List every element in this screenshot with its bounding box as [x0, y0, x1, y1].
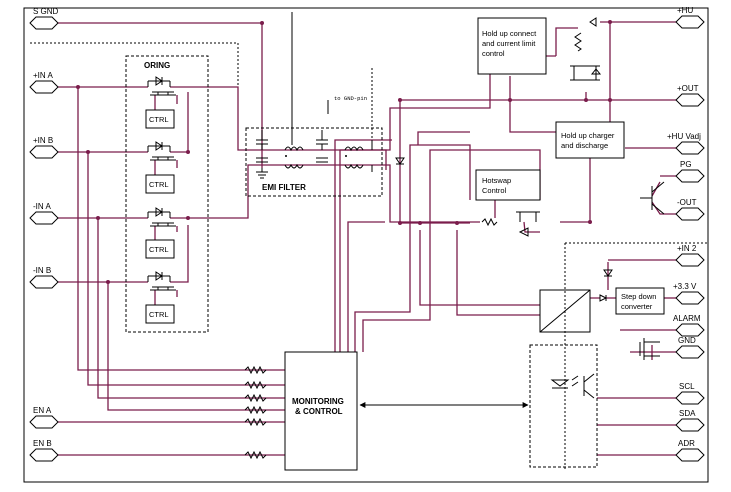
emi-filter-block: EMI FILTER to GND-pin [245, 95, 383, 197]
svg-text:EN A: EN A [33, 406, 52, 415]
svg-text:+OUT: +OUT [677, 84, 699, 93]
svg-text:S GND: S GND [33, 7, 59, 16]
port-minus-in-a: -IN A [29, 202, 59, 225]
step-down-converter-block: Step down converter [599, 269, 665, 315]
right-ports: +HU +OUT +HU Vadj PG -OUT +IN 2 +3.3 V A… [667, 6, 705, 462]
port-alarm: ALARM [673, 314, 705, 337]
svg-text:& CONTROL: & CONTROL [295, 407, 343, 416]
emi-filter-label: EMI FILTER [262, 183, 306, 192]
oring-label: ORING [144, 61, 170, 70]
monitoring-control-block: MONITORING & CONTROL [284, 351, 529, 471]
svg-text:ALARM: ALARM [673, 314, 701, 323]
port-scl: SCL [675, 382, 705, 405]
svg-text:-IN A: -IN A [33, 202, 51, 211]
hold-up-connect-block: Hold up connect and current limit contro… [477, 17, 602, 81]
svg-text:CTRL: CTRL [149, 180, 169, 189]
svg-text:Hold up connect: Hold up connect [482, 29, 537, 38]
oring-channel-c: CTRL [145, 207, 176, 259]
oring-block: ORING CTRL CTRL CTRL CT [125, 55, 209, 333]
svg-text:+HU Vadj: +HU Vadj [667, 132, 701, 141]
to-gnd-pin-label: to GND-pin [334, 95, 367, 102]
svg-text:-IN B: -IN B [33, 266, 51, 275]
svg-text:+HU: +HU [677, 6, 693, 15]
port-plus-out: +OUT [675, 84, 705, 107]
svg-text:Hotswap: Hotswap [482, 176, 511, 185]
svg-text:CTRL: CTRL [149, 245, 169, 254]
tvs-diode [395, 157, 405, 165]
svg-text:EN B: EN B [33, 439, 52, 448]
svg-text:Step down: Step down [621, 292, 656, 301]
svg-text:GND: GND [678, 336, 696, 345]
port-gnd: GND [675, 336, 705, 359]
isolation-block [529, 242, 708, 470]
svg-text:CTRL: CTRL [149, 115, 169, 124]
svg-text:Hold up charger: Hold up charger [561, 131, 615, 140]
port-plus-hu-vadj: +HU Vadj [667, 132, 705, 155]
port-plus-in-b: +IN B [29, 136, 59, 159]
junction-dots [76, 20, 612, 284]
oring-channel-b: CTRL [145, 141, 176, 194]
svg-text:MONITORING: MONITORING [292, 397, 344, 406]
hold-up-charger-block: Hold up charger and discharge [555, 121, 625, 159]
pg-transistor [640, 181, 665, 215]
port-en-b: EN B [29, 439, 59, 462]
svg-text:PG: PG [680, 160, 692, 169]
svg-text:converter: converter [621, 302, 653, 311]
oring-channel-d: CTRL [145, 271, 176, 324]
port-plus-hu: +HU [675, 6, 705, 29]
port-minus-in-b: -IN B [29, 266, 59, 289]
svg-text:Control: Control [482, 186, 507, 195]
outer-frame [23, 7, 709, 483]
port-minus-out: -OUT [675, 198, 705, 221]
svg-text:+3.3 V: +3.3 V [673, 282, 697, 291]
svg-text:and current limit: and current limit [482, 39, 536, 48]
port-adr: ADR [675, 439, 705, 462]
left-ports: S GND +IN A +IN B -IN A -IN B EN A EN B [29, 7, 59, 462]
svg-text:ADR: ADR [678, 439, 695, 448]
svg-text:SDA: SDA [679, 409, 696, 418]
port-sda: SDA [675, 409, 705, 432]
port-plus-in-2: +IN 2 [675, 244, 705, 267]
alarm-fet [639, 338, 660, 360]
port-plus-in-a: +IN A [29, 71, 59, 94]
svg-text:-OUT: -OUT [677, 198, 697, 207]
port-3v3: +3.3 V [673, 282, 705, 305]
svg-text:and discharge: and discharge [561, 141, 608, 150]
svg-text:control: control [482, 49, 505, 58]
sense-resistors [244, 32, 582, 460]
svg-text:+IN B: +IN B [33, 136, 53, 145]
port-pg: PG [675, 160, 705, 183]
port-s-gnd: S GND [29, 7, 59, 30]
hotswap-block: Hotswap Control [475, 169, 541, 237]
svg-text:CTRL: CTRL [149, 310, 169, 319]
svg-text:SCL: SCL [679, 382, 695, 391]
port-en-a: EN A [29, 406, 59, 429]
svg-text:+IN 2: +IN 2 [677, 244, 697, 253]
oring-channel-a: CTRL [145, 76, 176, 129]
svg-text:+IN A: +IN A [33, 71, 53, 80]
